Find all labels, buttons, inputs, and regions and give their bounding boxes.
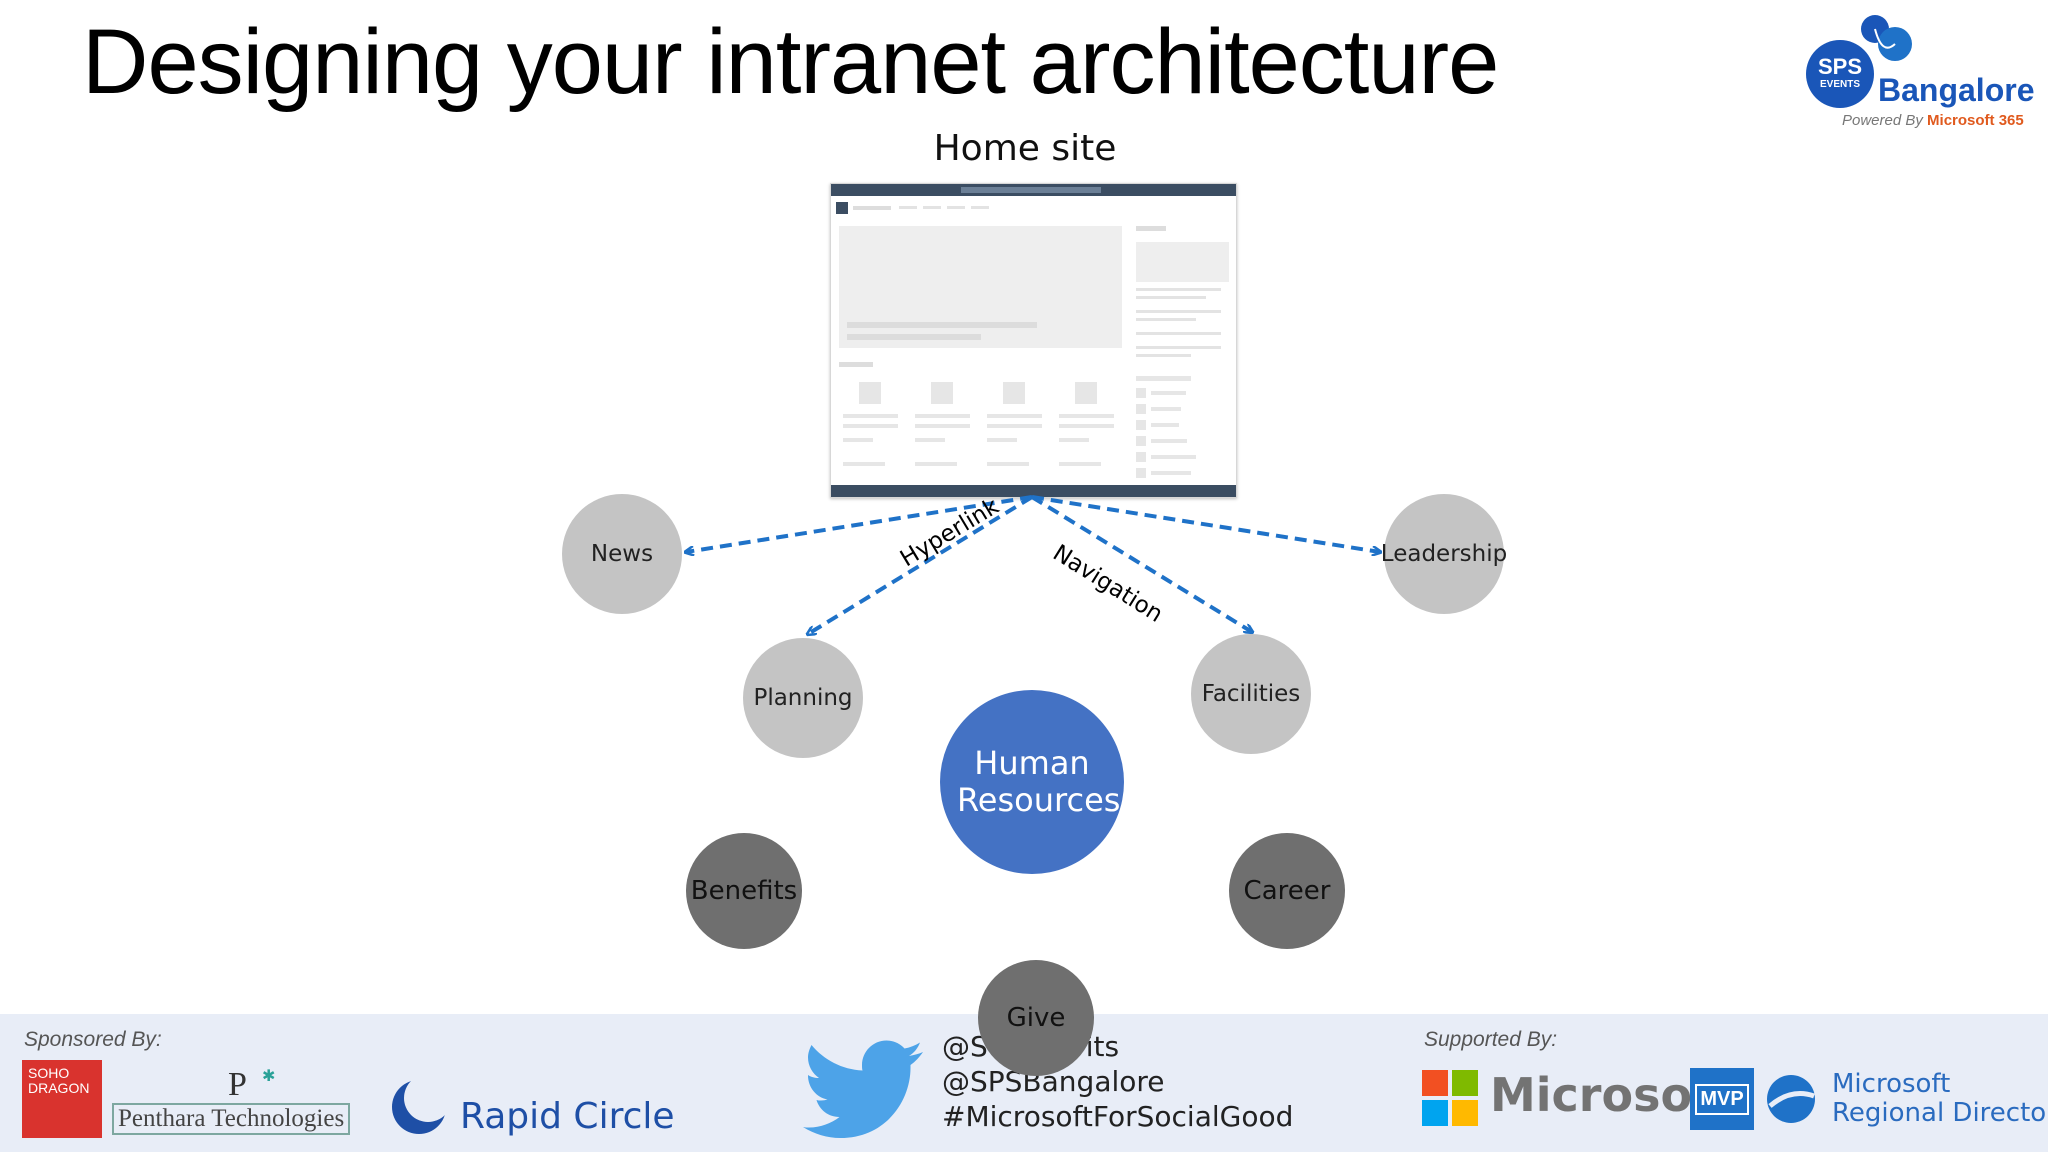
node-benefits[interactable]: Benefits — [686, 833, 802, 949]
rd-line1: Microsoft — [1832, 1069, 1951, 1099]
twitter-bird-icon — [803, 1040, 923, 1138]
sps-events-text: EVENTS — [1819, 79, 1860, 90]
sps-city: Bangalore — [1878, 72, 2035, 108]
home-site-thumbnail — [830, 183, 1237, 498]
sponsored-by-label: Sponsored By: — [24, 1028, 162, 1051]
rapid-circle-logo: Rapid Circle — [460, 1096, 675, 1137]
penthara-logo: Penthara Technologies — [112, 1103, 351, 1135]
node-news[interactable]: News — [562, 494, 682, 614]
node-career[interactable]: Career — [1229, 833, 1345, 949]
rd-line2: Regional Director — [1832, 1098, 2048, 1129]
powered-by-product: Microsoft 365 — [1927, 112, 2024, 129]
penthara-mark: P — [228, 1066, 247, 1103]
node-give[interactable]: Give — [978, 960, 1094, 1076]
arrow-to-news — [686, 495, 1033, 552]
sps-logo-icon — [1806, 15, 1912, 108]
microsoft-logo-icon — [1422, 1070, 1478, 1126]
rapid-circle-moon-icon — [392, 1076, 450, 1134]
sps-logo-text: SPS — [1818, 54, 1863, 79]
handle-suffix: its — [1085, 1030, 1120, 1063]
powered-by-label: Powered By — [1842, 112, 1923, 129]
dragon-text: DRAGON — [28, 1079, 90, 1096]
arrow-to-facilities — [1030, 495, 1252, 632]
arrow-to-leadership — [1031, 495, 1380, 552]
node-planning[interactable]: Planning — [743, 638, 863, 758]
home-site-wireframe — [831, 184, 1236, 497]
slide-title: Designing your intranet architecture — [82, 11, 1499, 113]
node-facilities[interactable]: Facilities — [1191, 634, 1311, 754]
regional-director-icon — [1767, 1075, 1815, 1123]
supported-by-label: Supported By: — [1424, 1028, 1558, 1051]
home-site-label: Home site — [933, 128, 1117, 169]
node-human-resources[interactable]: Human Resources — [940, 690, 1124, 874]
hashtag-microsoft-for-social-good[interactable]: #MicrosoftForSocialGood — [942, 1100, 1294, 1133]
soho-dragon-logo: SOHO DRAGON — [22, 1060, 102, 1138]
sps-bangalore-logo: SPS EVENTS Bangalore Powered By Microsof… — [1800, 6, 2040, 136]
arrow-to-planning — [808, 495, 1034, 634]
mvp-text: MVP — [1695, 1083, 1749, 1115]
node-leadership[interactable]: Leadership — [1381, 494, 1507, 614]
hub-label: Human Resources — [957, 744, 1121, 819]
penthara-star-icon: ✱ — [262, 1068, 276, 1085]
mvp-badge: MVP — [1690, 1068, 1754, 1130]
soho-text: SOHO — [28, 1065, 70, 1081]
regional-director-text: Microsoft Regional Director — [1832, 1069, 2048, 1129]
